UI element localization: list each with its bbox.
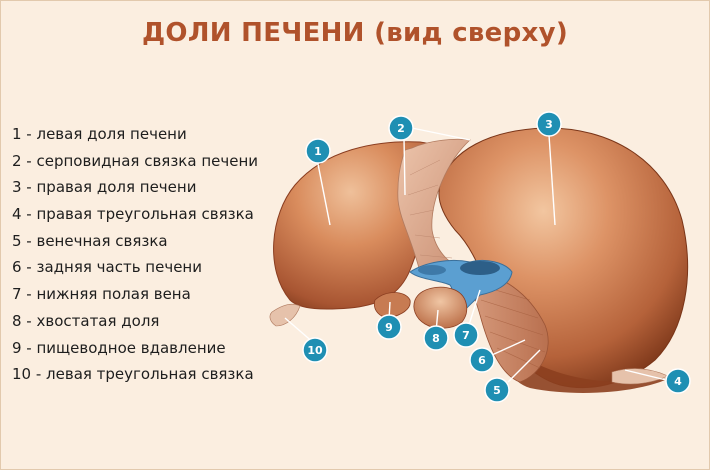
posterior-surface <box>469 273 549 383</box>
svg-text:1: 1 <box>314 145 322 158</box>
ligament-fibers <box>407 159 453 259</box>
legend-item-5: 5 - венечная связка <box>12 231 168 250</box>
legend-item-7: 7 - нижняя полая вена <box>12 285 191 304</box>
hepatic-vein-lumen <box>418 265 446 275</box>
esophageal-impression <box>373 292 411 319</box>
legend-item-3: 3 - правая доля печени <box>12 178 197 197</box>
left-triangular-ligament <box>269 303 301 327</box>
leader-lines <box>284 127 667 383</box>
callout-4: 4 <box>665 368 691 394</box>
callout-2: 2 <box>388 115 414 141</box>
callout-6: 6 <box>469 347 495 373</box>
svg-text:6: 6 <box>478 354 486 367</box>
right-lobe <box>438 127 689 389</box>
callout-5: 5 <box>484 377 510 403</box>
legend-item-9: 9 - пищеводное вдавление <box>12 338 226 357</box>
callout-7: 7 <box>453 322 479 348</box>
svg-text:8: 8 <box>432 332 440 345</box>
legend-item-6: 6 - задняя часть печени <box>12 258 202 277</box>
callout-9: 9 <box>376 314 402 340</box>
svg-text:5: 5 <box>493 384 501 397</box>
svg-text:3: 3 <box>545 118 553 131</box>
legend-list: 1 - левая доля печени 2 - серповидная св… <box>12 121 258 388</box>
callout-3: 3 <box>536 111 562 137</box>
legend-item-10: 10 - левая треугольная связка <box>12 365 254 384</box>
legend-item-1: 1 - левая доля печени <box>12 125 187 143</box>
right-lobe-underside <box>500 340 670 393</box>
caudate-lobe <box>413 286 468 329</box>
callout-10: 10 <box>302 337 328 363</box>
vena-cava-lumen <box>460 261 500 275</box>
svg-text:2: 2 <box>397 122 405 135</box>
legend-item-4: 4 - правая треугольная связка <box>12 205 254 224</box>
legend-item-8: 8 - хвостатая доля <box>12 311 160 330</box>
svg-text:7: 7 <box>462 329 470 342</box>
callout-1: 1 <box>305 138 331 164</box>
page-title: ДОЛИ ПЕЧЕНИ (вид сверху) <box>141 18 569 48</box>
svg-text:9: 9 <box>385 321 393 334</box>
svg-text:10: 10 <box>307 344 323 357</box>
callout-8: 8 <box>423 325 449 351</box>
legend-item-2: 2 - серповидная связка печени <box>12 151 259 170</box>
svg-text:4: 4 <box>674 375 682 388</box>
